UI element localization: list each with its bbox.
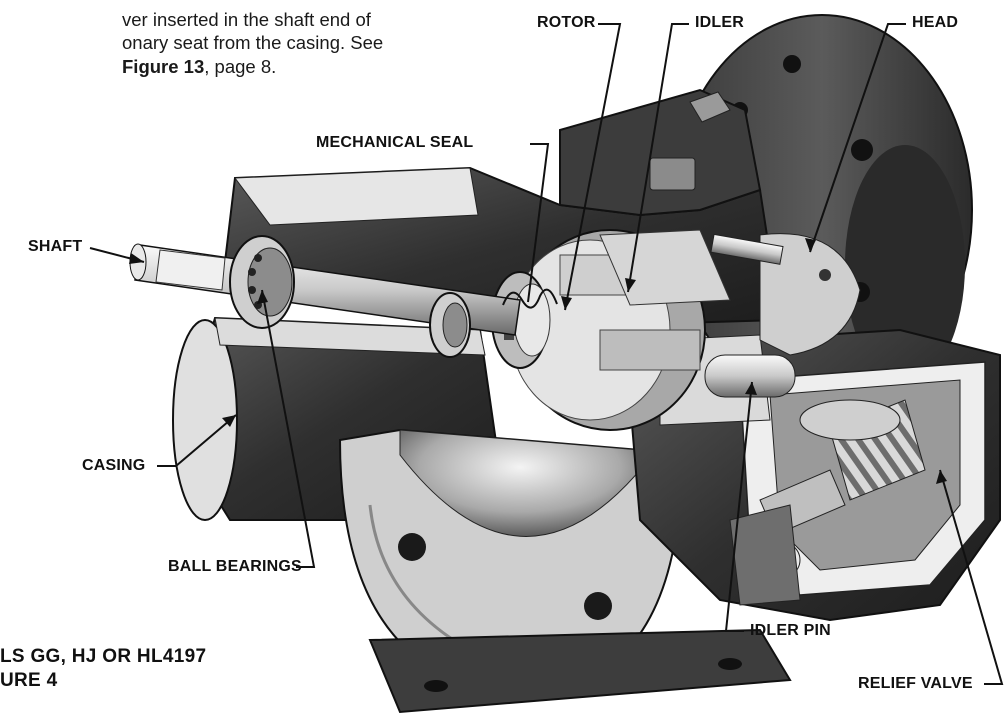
- figure-reference-link: Figure 13: [122, 56, 205, 77]
- leader-mechanical-seal: [527, 143, 550, 303]
- label-rotor: ROTOR: [537, 14, 596, 31]
- arrow-relief-valve: [936, 470, 947, 484]
- leader-casing: [157, 414, 237, 467]
- label-idler: IDLER: [695, 14, 744, 31]
- seal-wave: [502, 288, 558, 309]
- leader-relief-valve: [939, 469, 1004, 685]
- arrowheads: [129, 238, 947, 484]
- leader-idler: [627, 23, 689, 293]
- leader-head: [809, 23, 906, 253]
- intro-text-line-2: onary seat from the casing. See: [122, 32, 384, 53]
- head-plate: [710, 233, 861, 356]
- leader-ball-bearings: [261, 289, 316, 568]
- label-mechanical-seal: MECHANICAL SEAL: [316, 134, 474, 151]
- idler: [599, 229, 731, 306]
- arrow-rotor: [561, 296, 572, 310]
- label-head: HEAD: [912, 14, 959, 31]
- label-relief-valve: RELIEF VALVE: [858, 675, 973, 692]
- label-ball-bearings: BALL BEARINGS: [168, 558, 302, 575]
- label-shaft: SHAFT: [28, 238, 83, 255]
- arrow-idler: [625, 278, 636, 292]
- mounting-foot: [368, 628, 792, 714]
- label-idler-pin: IDLER PIN: [750, 622, 831, 639]
- arrow-shaft: [129, 253, 144, 264]
- intro-text-line-3: Figure 13, page 8.: [122, 56, 277, 77]
- leader-rotor: [564, 23, 622, 311]
- arrow-casing: [222, 415, 236, 427]
- bottom-flange: [338, 428, 682, 697]
- arrow-ball-bearings: [257, 290, 268, 304]
- ball-bearings: [229, 235, 471, 358]
- intro-text-line-1: ver inserted in the shaft end of: [122, 9, 371, 30]
- arrow-head: [805, 238, 816, 252]
- arrow-idler-pin: [745, 382, 757, 395]
- leader-idler-pin: [724, 381, 753, 632]
- label-casing: CASING: [82, 457, 146, 474]
- figure-caption-line-2: URE 4: [0, 670, 58, 691]
- figure-caption-line-1: LS GG, HJ OR HL4197: [0, 646, 207, 667]
